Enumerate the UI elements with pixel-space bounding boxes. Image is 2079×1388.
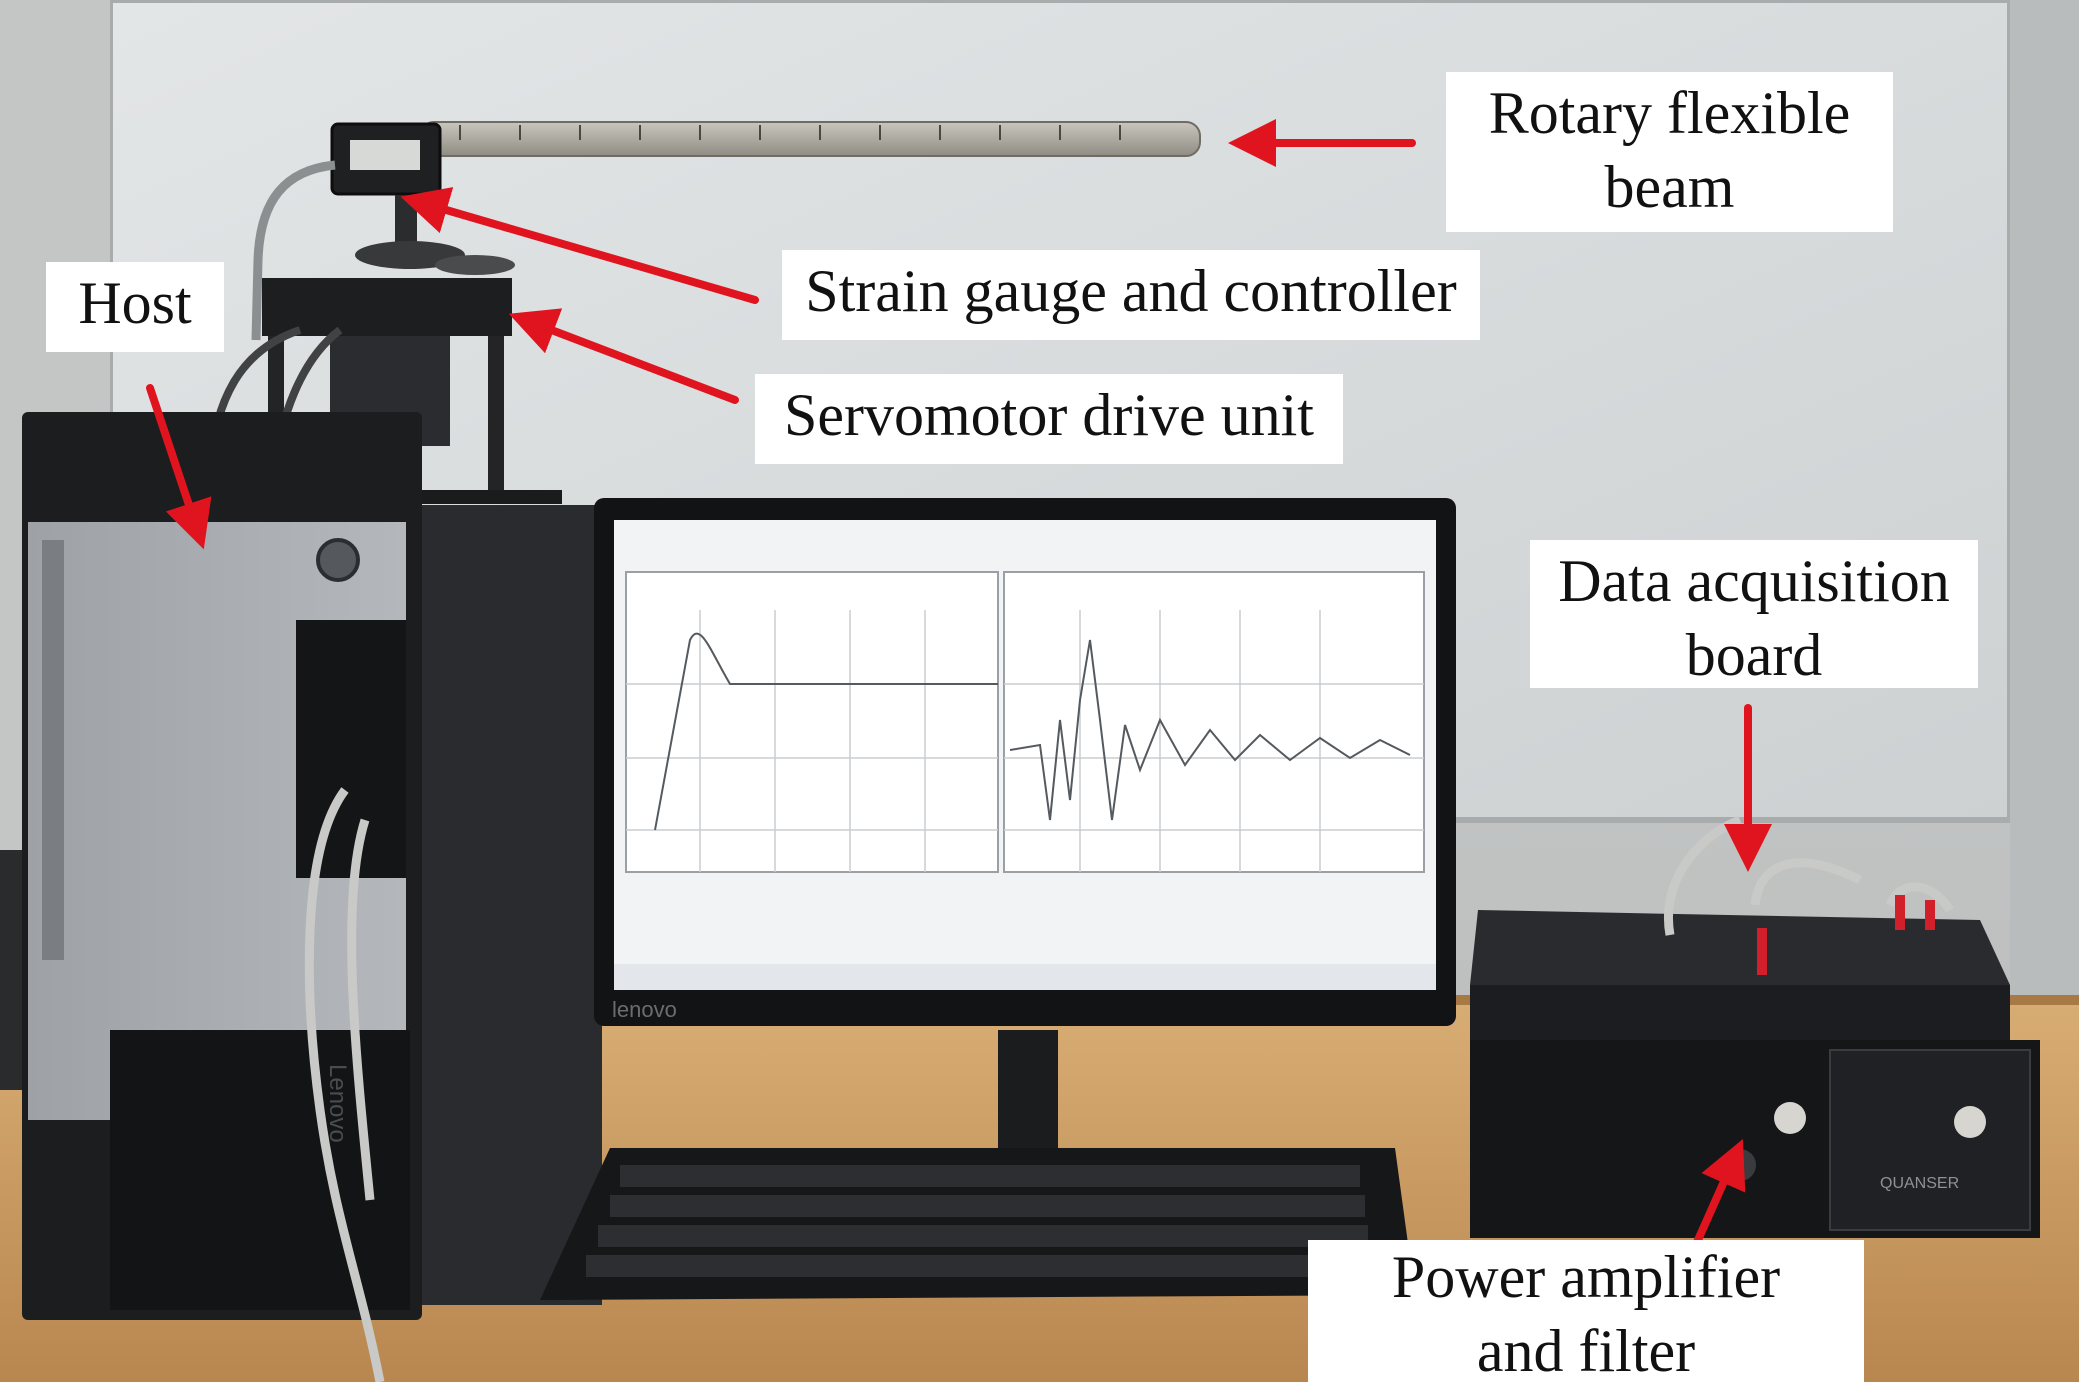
daq-unit: QUANSER [1470,910,2040,1238]
label-amplifier-line2: and filter [1476,1318,1696,1384]
label-strain-gauge-text: Strain gauge and controller [805,258,1457,324]
label-power-amplifier-and-filter: Power amplifier and filter [1308,1240,1864,1384]
svg-text:Lenovo: Lenovo [324,1064,351,1143]
gauge-cable [251,160,336,341]
screen-taskbar [614,964,1436,990]
label-daq-line2: board [1685,622,1823,688]
red-plugs [1757,895,1935,975]
screen-plot-left [625,571,999,873]
hub-disc-right [435,255,515,275]
label-daq-line1: Data acquisition [1558,548,1950,614]
label-host: Host [46,262,224,352]
label-rotary-line1: Rotary flexible [1488,80,1851,146]
label-data-acquisition-board: Data acquisition board [1530,540,1978,688]
keyboard [540,1148,1415,1300]
label-rotary-line2: beam [1604,154,1735,220]
ethernet-cables [304,787,385,1382]
label-amplifier-line1: Power amplifier [1391,1244,1781,1310]
arrow-to-servomotor [508,308,739,404]
arrow-to-host [146,384,212,550]
arrow-to-strain-gauge [400,187,759,304]
daq-brand-text: QUANSER [1880,1175,1959,1192]
strain-gauge-display [350,140,420,170]
label-host-text: Host [78,270,192,336]
label-servomotor-drive-unit: Servomotor drive unit [755,374,1343,464]
label-servomotor-text: Servomotor drive unit [784,382,1314,448]
flexible-beam [419,121,1201,157]
servomotor-frame-right [488,336,504,496]
pc-tower: Lenovo [22,412,602,1320]
screen-plot-right [1003,571,1425,873]
servomotor-top [262,278,512,336]
label-strain-gauge-and-controller: Strain gauge and controller [782,250,1480,340]
beam-ruler-ticks [459,125,1121,140]
whiteboard-frame-right [2010,0,2079,1000]
monitor-brand-text: lenovo [612,997,677,1022]
label-rotary-flexible-beam: Rotary flexible beam [1446,72,1893,232]
